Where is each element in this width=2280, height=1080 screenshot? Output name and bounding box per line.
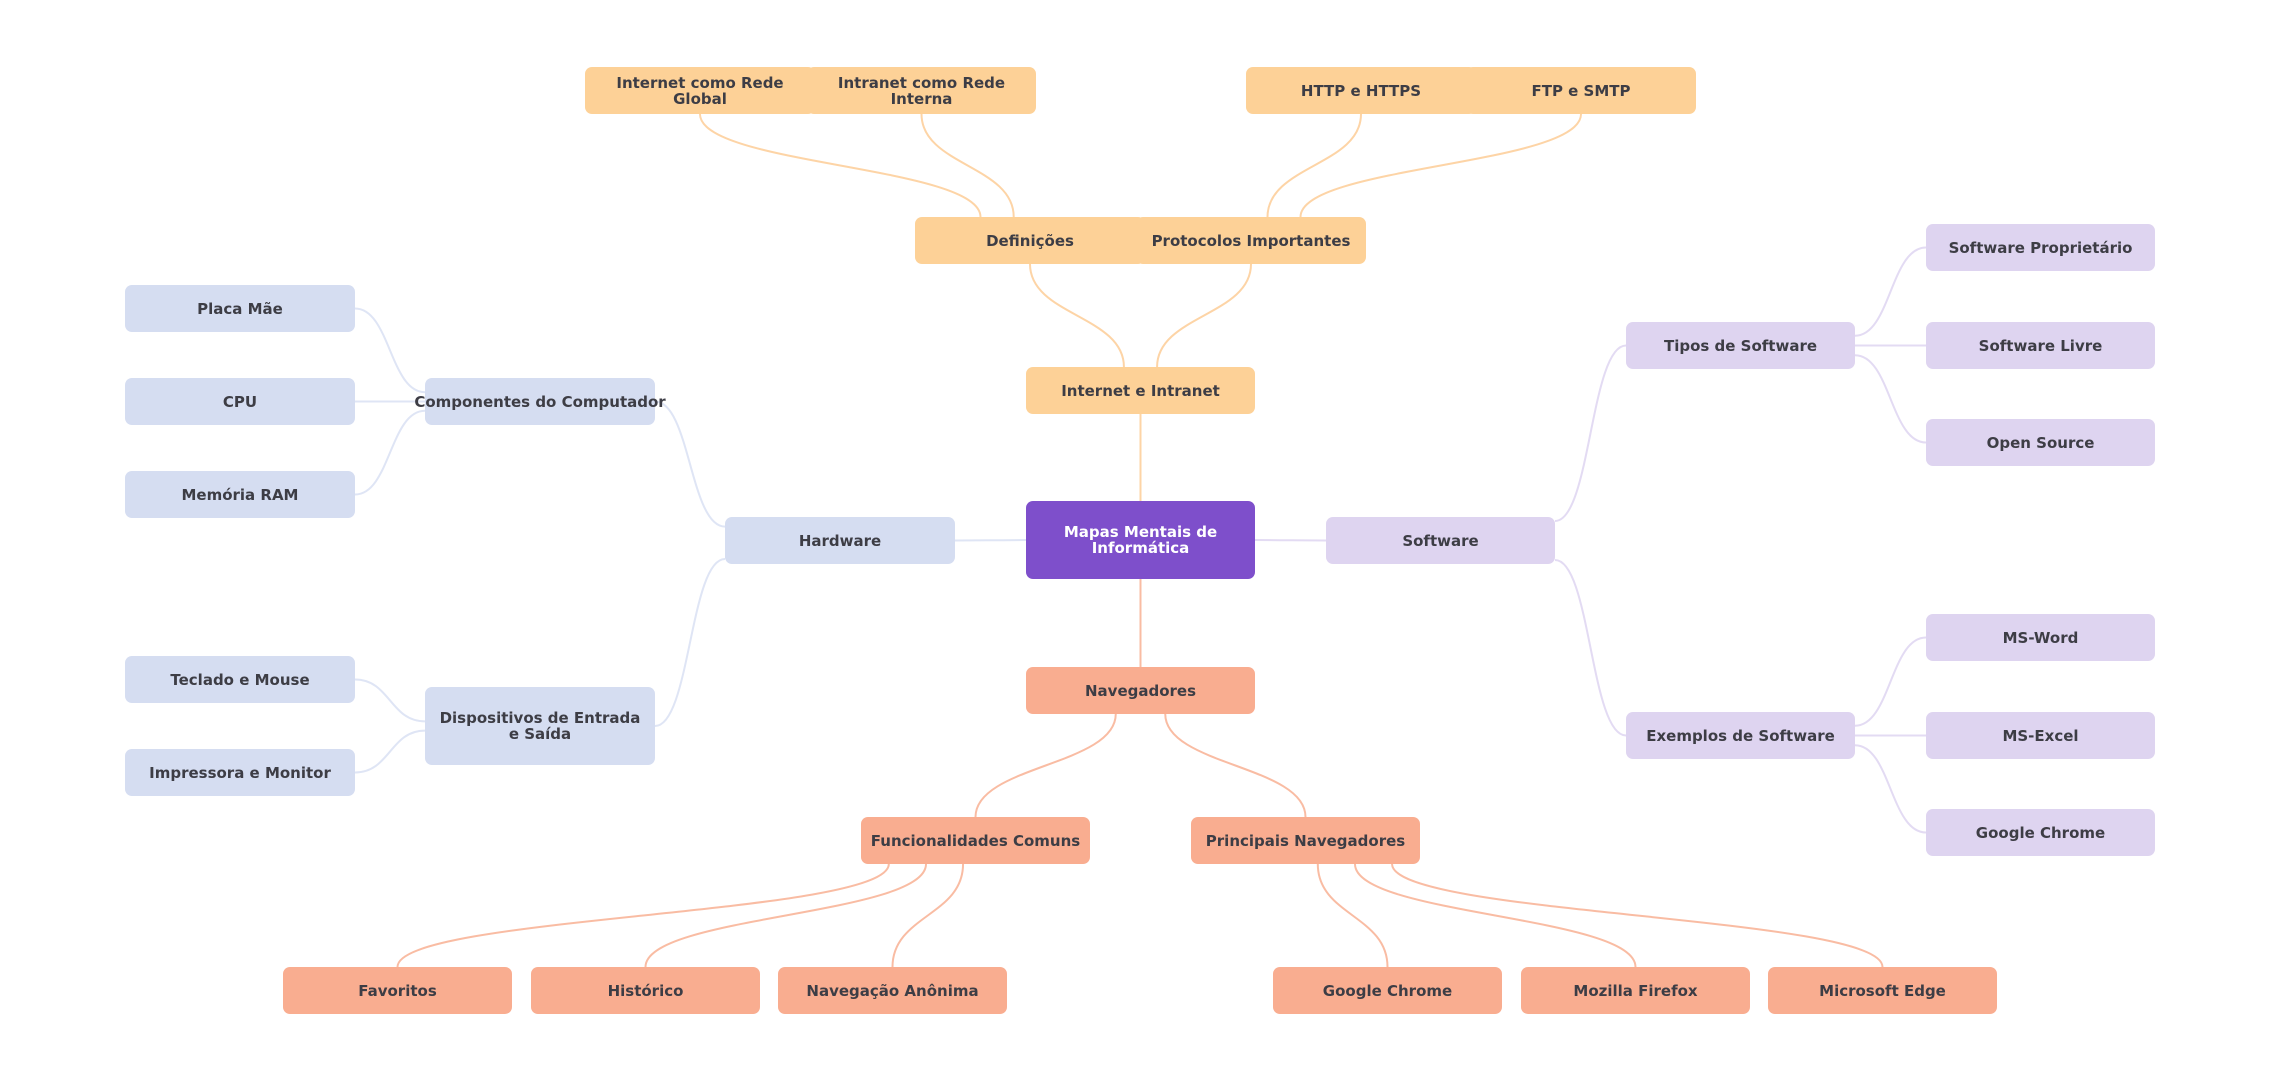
edge-software-to-exemplos [1554,559,1627,737]
edge-internet-to-protocolos [1156,263,1252,368]
edge-navegadores-to-princ [1164,713,1307,818]
edge-componentes-to-comp-2 [354,409,426,496]
edge-func-to-func-1 [644,863,927,968]
edge-dispositivos-to-disp-0 [354,678,426,723]
edge-navegadores-to-func [974,713,1117,818]
edge-func-to-func-2 [891,863,965,968]
node-componentes-computador[interactable]: Componentes do Computador [414,378,666,425]
edge-internet-to-definicoes [1029,263,1125,368]
node-ms-word[interactable]: MS-Word [1926,614,2155,661]
node-ftp-smtp[interactable]: FTP e SMTP [1466,67,1696,114]
node-cpu[interactable]: CPU [125,378,355,425]
node-intranet-rede-interna[interactable]: Intranet como Rede Interna [807,67,1036,114]
edge-hardware-to-dispositivos [654,558,726,727]
node-hardware[interactable]: Hardware [725,517,955,564]
node-open-source[interactable]: Open Source [1926,419,2155,466]
edge-tipos-to-tipos-0 [1854,246,1927,337]
edge-princ-to-princ-1 [1354,863,1637,968]
node-navegacao-anonima[interactable]: Navegação Anônima [778,967,1007,1014]
edge-protocolos-to-prot-1 [1299,113,1582,218]
edge-princ-to-princ-2 [1391,863,1884,968]
edge-definicoes-to-def-1 [920,113,1015,218]
edge-definicoes-to-def-0 [699,113,982,218]
edge-exemplos-to-ex-2 [1854,744,1927,834]
node-definicoes[interactable]: Definições [915,217,1145,264]
edge-dispositivos-to-disp-1 [354,729,426,774]
edge-func-to-func-0 [396,863,890,968]
node-internet-rede-global[interactable]: Internet como Rede Global [585,67,815,114]
edge-princ-to-princ-0 [1316,863,1389,968]
edge-protocolos-to-prot-0 [1266,113,1362,218]
node-google-chrome-software[interactable]: Google Chrome [1926,809,2155,856]
node-http-https[interactable]: HTTP e HTTPS [1246,67,1476,114]
node-tipos-software[interactable]: Tipos de Software [1626,322,1855,369]
node-historico[interactable]: Histórico [531,967,760,1014]
edge-exemplos-to-ex-0 [1854,636,1927,727]
node-microsoft-edge[interactable]: Microsoft Edge [1768,967,1997,1014]
node-software-proprietario[interactable]: Software Proprietário [1926,224,2155,271]
node-software-livre[interactable]: Software Livre [1926,322,2155,369]
node-memoria-ram[interactable]: Memória RAM [125,471,355,518]
edge-hardware-to-componentes [654,400,726,528]
node-google-chrome-navegador[interactable]: Google Chrome [1273,967,1502,1014]
node-teclado-mouse[interactable]: Teclado e Mouse [125,656,355,703]
root-node[interactable]: Mapas Mentais de Informática [1026,501,1255,579]
node-principais-navegadores[interactable]: Principais Navegadores [1191,817,1420,864]
node-mozilla-firefox[interactable]: Mozilla Firefox [1521,967,1750,1014]
node-placa-mae[interactable]: Placa Mãe [125,285,355,332]
node-internet-intranet[interactable]: Internet e Intranet [1026,367,1255,414]
node-dispositivos-entrada-saida[interactable]: Dispositivos de Entrada e Saída [425,687,655,765]
node-funcionalidades-comuns[interactable]: Funcionalidades Comuns [861,817,1090,864]
node-favoritos[interactable]: Favoritos [283,967,512,1014]
edge-software-to-tipos [1554,344,1627,522]
node-impressora-monitor[interactable]: Impressora e Monitor [125,749,355,796]
edge-tipos-to-tipos-2 [1854,354,1927,444]
node-exemplos-software[interactable]: Exemplos de Software [1626,712,1855,759]
node-ms-excel[interactable]: MS-Excel [1926,712,2155,759]
node-navegadores[interactable]: Navegadores [1026,667,1255,714]
node-software[interactable]: Software [1326,517,1555,564]
node-protocolos-importantes[interactable]: Protocolos Importantes [1136,217,1366,264]
edge-componentes-to-comp-0 [354,307,426,394]
